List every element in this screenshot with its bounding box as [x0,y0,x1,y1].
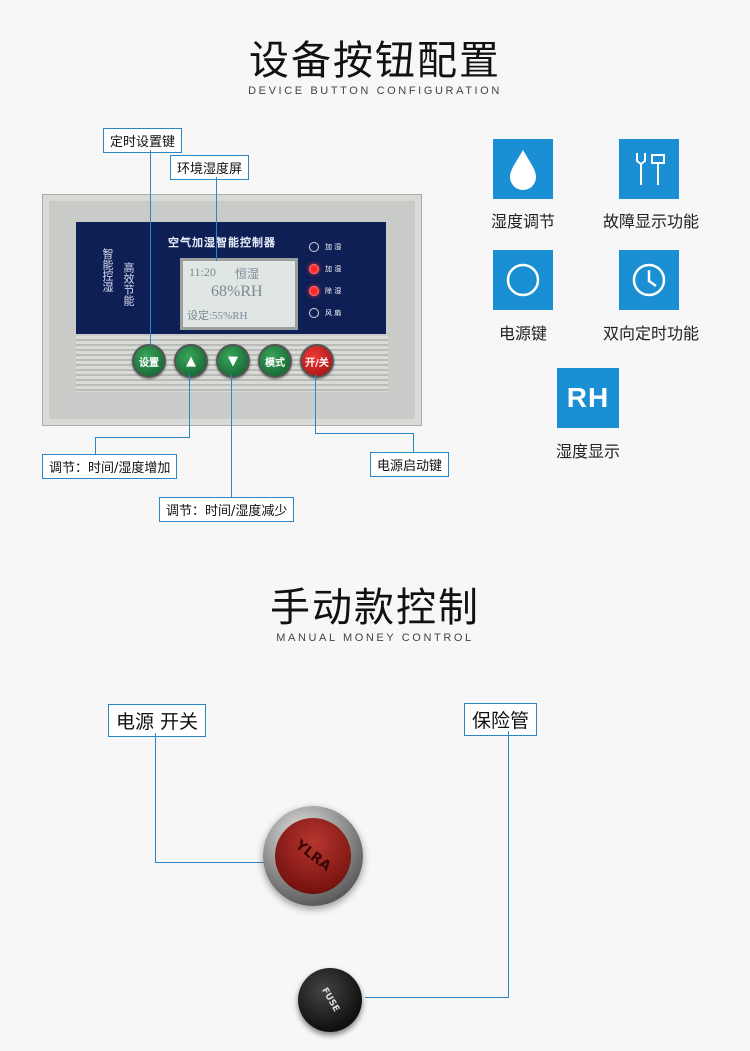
callout-timer-key: 定时设置键 [103,128,183,153]
indicator-list: 加 湿 加 湿 除 湿 风 扇 [309,236,341,324]
power-button[interactable]: 开/关 [300,344,334,378]
leader-line [95,437,190,438]
indicator-label: 加 湿 [325,243,342,251]
leader-line [150,150,151,346]
feature-label: 故障显示功能 [602,212,699,231]
callout-power-start: 电源启动键 [370,452,450,477]
screen-setting: 设定:55%RH [187,310,248,322]
leader-line [155,862,265,863]
feature-label: 湿度调节 [490,212,555,231]
indicator-led [309,286,319,296]
leader-line [365,997,509,998]
leader-line [315,374,316,434]
callout-increase: 调节：时间/湿度增加 [42,454,178,479]
callout-power-switch: 电源 开关 [108,704,207,737]
indicator-led [309,242,319,252]
indicator-1: 加 湿 [309,236,341,258]
tools-icon [619,139,679,199]
fuse-marking: FUSE [319,986,341,1014]
feature-label: 湿度显示 [555,442,620,461]
leader-line [155,733,156,863]
indicator-2: 加 湿 [309,258,341,280]
indicator-led [309,264,319,274]
leader-line [508,731,509,998]
rh-badge: RH [557,368,619,428]
screen-time: 11:20 [189,265,216,279]
indicator-4: 风 扇 [309,302,341,324]
up-button[interactable]: ▲ [174,344,208,378]
fuse-holder[interactable]: FUSE [298,968,362,1032]
mode-button[interactable]: 模式 [258,344,292,378]
leader-line [231,374,232,498]
feature-label: 双向定时功能 [602,324,699,343]
feature-label: 电源键 [498,324,547,343]
screen-status: 恒湿 [235,267,260,281]
indicator-led [309,308,319,318]
screen-value: 68%RH [211,283,263,300]
panel-slogan-a: 智能控湿 [101,248,114,292]
section1-title: 设备按钮配置 [249,38,501,84]
leader-line [216,177,217,261]
callout-fuse: 保险管 [464,703,538,736]
section1-subtitle: DEVICE BUTTON CONFIGURATION [248,85,502,97]
section2-subtitle: MANUAL MONEY CONTROL [276,632,474,644]
indicator-label: 除 湿 [325,287,342,295]
clock-icon [619,250,679,310]
leader-line [189,374,190,438]
water-drop-icon [493,139,553,199]
callout-decrease: 调节：时间/湿度减少 [159,497,295,522]
down-button[interactable]: ▼ [216,344,250,378]
section2-title: 手动款控制 [270,585,480,631]
panel-slogan-b: 高效节能 [122,262,135,306]
panel-header: 空气加湿智能控制器 [168,236,276,249]
set-button[interactable]: 设置 [132,344,166,378]
indicator-3: 除 湿 [309,280,341,302]
leader-line [413,433,414,453]
indicator-label: 加 湿 [325,265,342,273]
humidity-screen: 11:20 恒湿 68%RH 设定:55%RH [180,258,298,330]
manual-power-switch-cap[interactable]: YLRA [259,802,367,910]
indicator-label: 风 扇 [325,309,342,317]
power-circle-icon [493,250,553,310]
callout-humidity-screen: 环境湿度屏 [170,155,250,180]
leader-line [315,433,414,434]
leader-line [95,437,96,455]
